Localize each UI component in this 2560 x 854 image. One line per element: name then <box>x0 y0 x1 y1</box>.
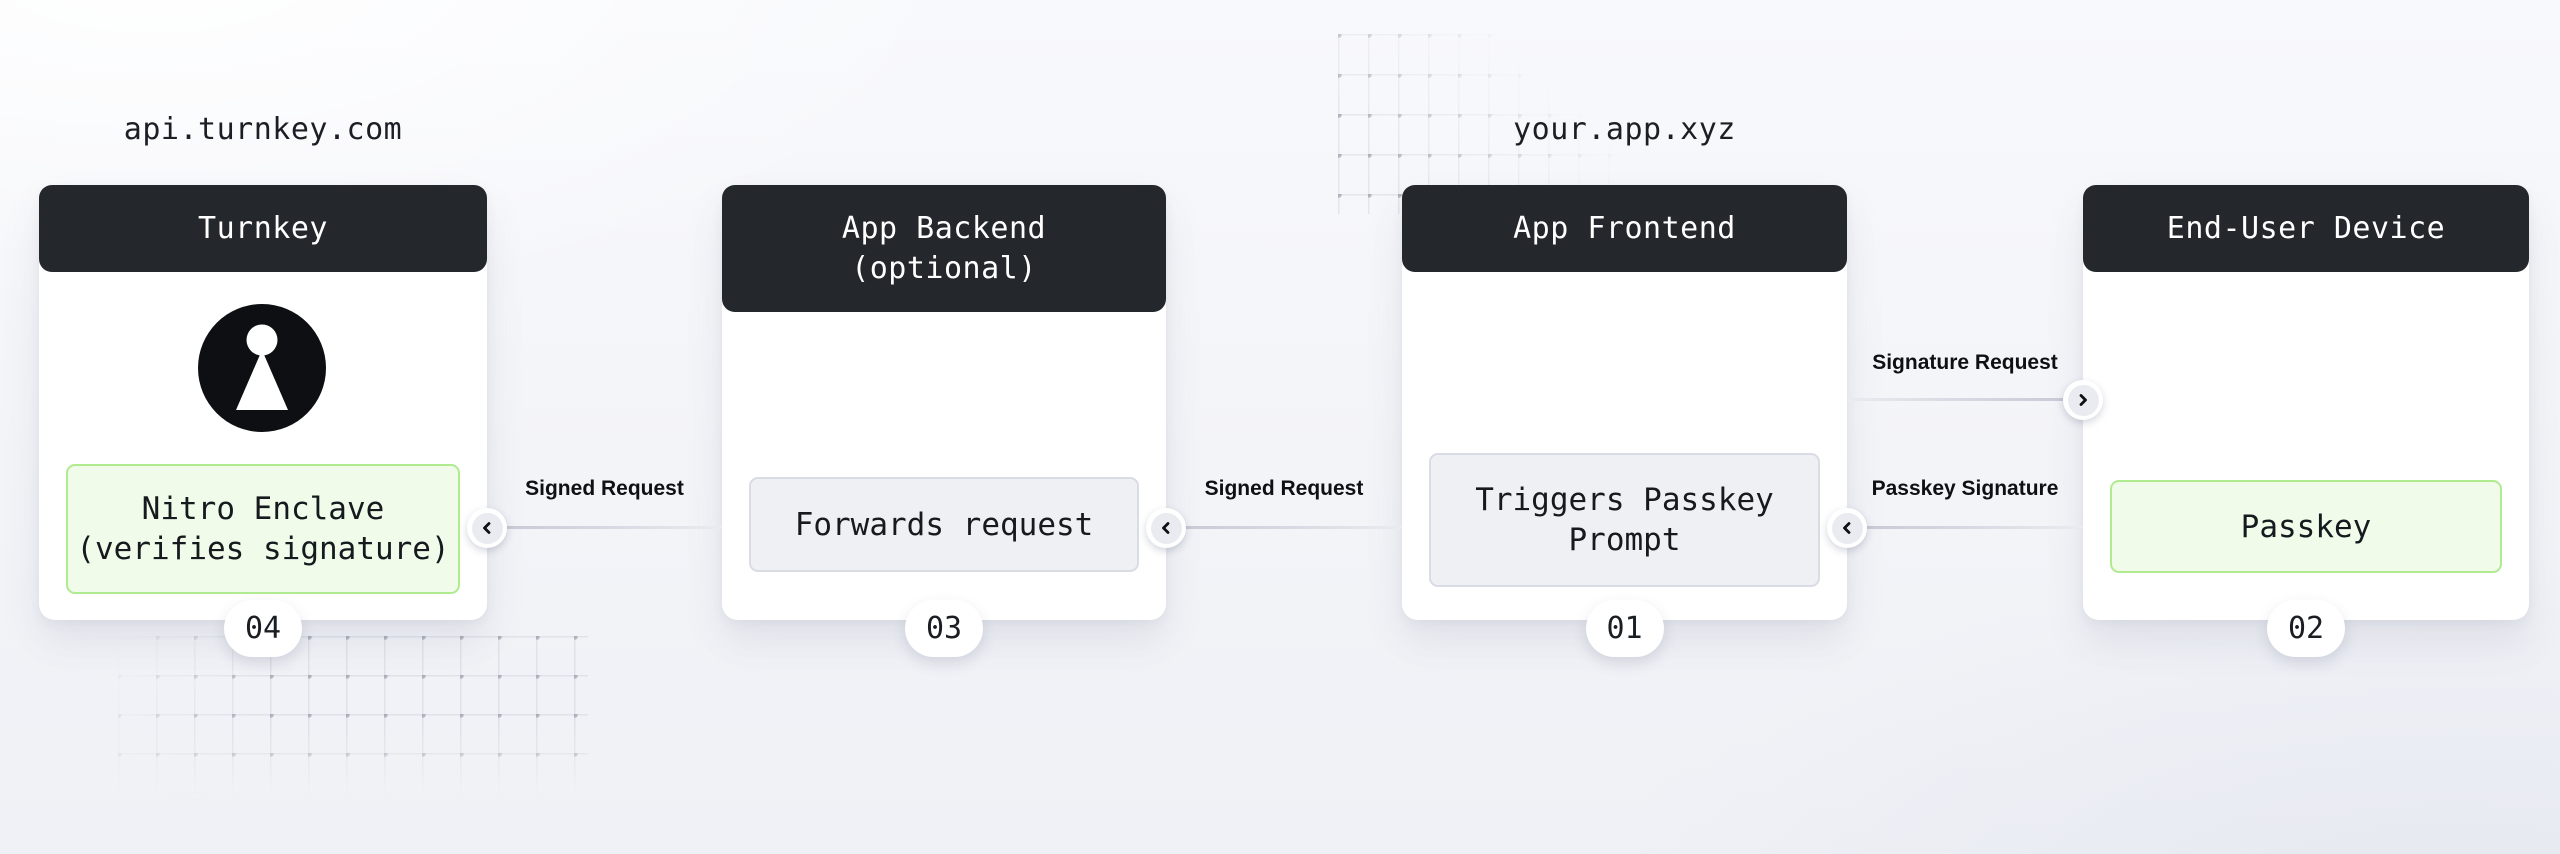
box-line: Forwards request <box>794 506 1094 543</box>
box-line: Nitro Enclave <box>141 491 385 527</box>
connector-label: Signed Request <box>525 477 684 500</box>
background-grid-pattern-bottom <box>118 636 588 794</box>
step-badge: 01 <box>1585 600 1664 657</box>
domain-label-your-app: your.app.xyz <box>1513 112 1736 147</box>
card-title: Turnkey <box>198 210 328 246</box>
card-app-frontend-header: App Frontend <box>1402 185 1847 272</box>
card-title-line2: (optional) <box>851 250 1037 286</box>
connector-line-passkey-signature <box>1847 526 2083 529</box>
connector-node <box>1146 508 1186 548</box>
chevron-right-icon <box>2067 384 2099 416</box>
step-badge: 03 <box>905 600 983 657</box>
card-turnkey-header: Turnkey <box>39 185 487 272</box>
grid-dots <box>118 636 588 794</box>
step-badge: 02 <box>2267 600 2345 657</box>
box-line: Passkey <box>2240 508 2372 545</box>
connector-node <box>1827 508 1867 548</box>
connector-line-signed-request-2 <box>1166 526 1402 529</box>
box-line: Prompt <box>1568 522 1681 558</box>
connector-node <box>2063 380 2103 420</box>
connector-line-signature-request <box>1847 398 2083 401</box>
user-icon <box>198 304 326 432</box>
connector-label: Passkey Signature <box>1871 477 2059 500</box>
triggers-passkey-prompt-box: Triggers Passkey Prompt <box>1429 453 1820 587</box>
card-end-user-device: End-User Device Passkey 02 <box>2083 185 2529 657</box>
passkey-box: Passkey <box>2110 480 2502 573</box>
card-end-user-device-header: End-User Device <box>2083 185 2529 272</box>
connector-label: Signature Request <box>1872 351 2058 374</box>
domain-label-api-turnkey: api.turnkey.com <box>123 112 403 147</box>
forwards-request-box: Forwards request <box>749 477 1139 572</box>
chevron-left-icon <box>471 512 503 544</box>
step-badge: 04 <box>224 600 302 657</box>
card-app-frontend: App Frontend Triggers Passkey Prompt 01 <box>1402 185 1847 657</box>
box-line: Triggers Passkey <box>1475 482 1774 518</box>
card-app-backend: App Backend (optional) Forwards request … <box>722 185 1166 657</box>
card-title: App Frontend <box>1513 210 1736 246</box>
card-title: App Backend <box>841 210 1047 246</box>
card-title: End-User Device <box>2166 210 2446 246</box>
chevron-left-icon <box>1150 512 1182 544</box>
card-turnkey: Turnkey Nitro Enclave (verifies signatur… <box>39 185 487 657</box>
connector-label: Signed Request <box>1204 477 1364 500</box>
card-app-backend-header: App Backend (optional) <box>722 185 1166 312</box>
connector-node <box>467 508 507 548</box>
box-line: (verifies signature) <box>76 531 450 567</box>
chevron-left-icon <box>1831 512 1863 544</box>
connector-line-signed-request-1 <box>487 526 722 529</box>
nitro-enclave-box: Nitro Enclave (verifies signature) <box>66 464 460 594</box>
